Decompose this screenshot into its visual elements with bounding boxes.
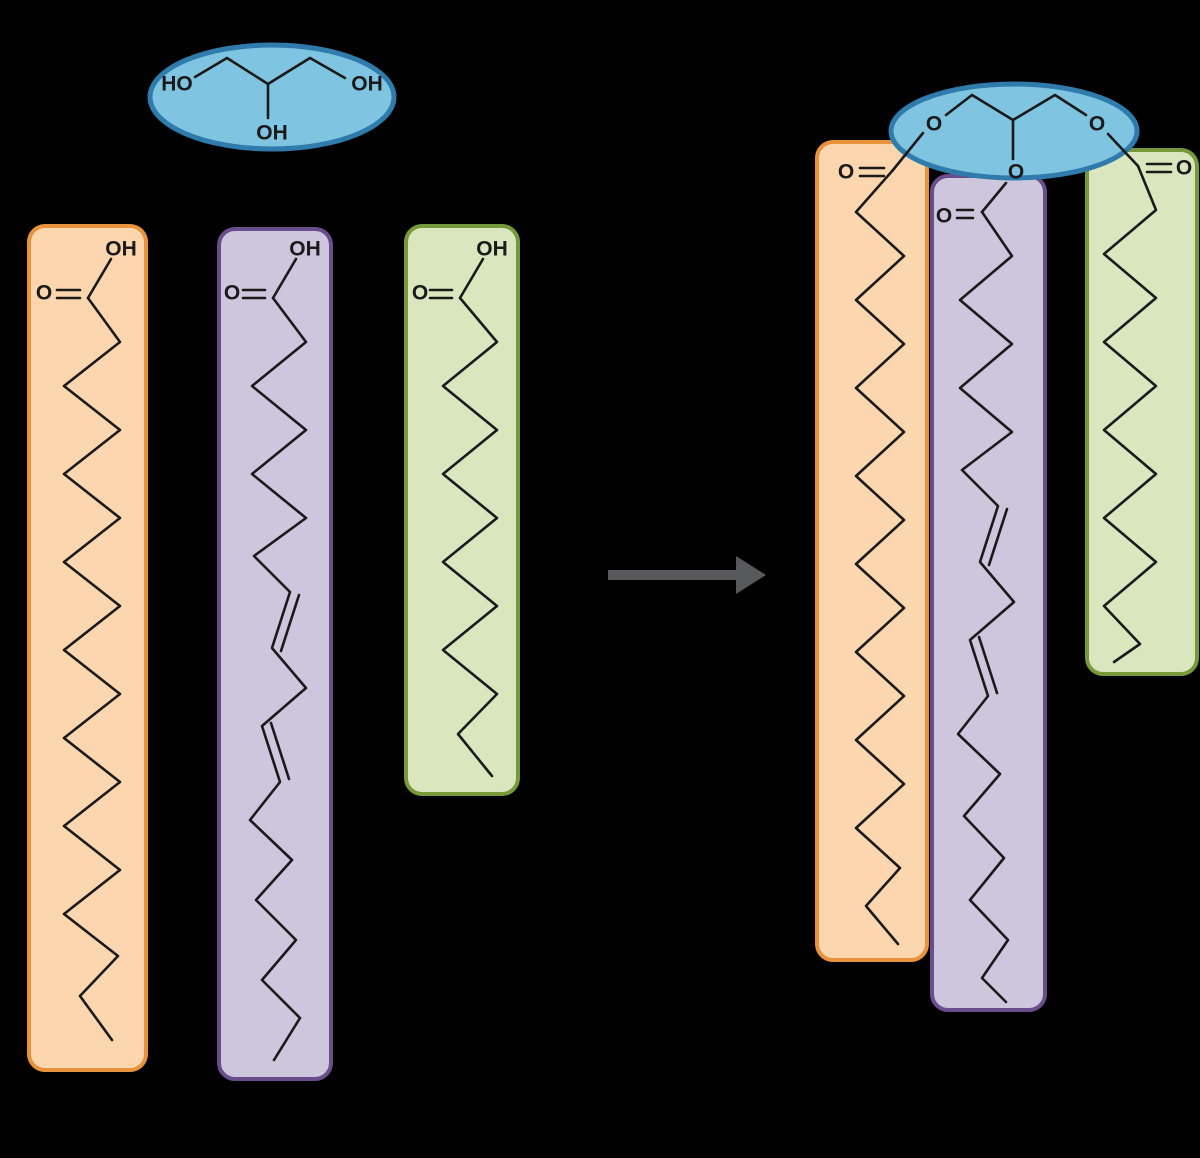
- carbon-chain: [1102, 164, 1158, 664]
- glycerol-molecule: HO OH OH: [147, 42, 397, 152]
- carbon-chain: [441, 296, 499, 778]
- glycerol-bonds: [193, 56, 347, 120]
- cis-double-bond: [269, 721, 291, 781]
- carbonyl-double-bond: [428, 288, 454, 300]
- oxygen-label: O: [1176, 157, 1192, 180]
- fatty-acid-3: OH O: [404, 224, 520, 796]
- oxygen-label: O: [36, 282, 52, 305]
- oxygen-label: O: [936, 205, 952, 228]
- cis-double-bond: [987, 507, 1009, 567]
- oh-bond: [271, 257, 298, 300]
- cis-double-bond: [977, 635, 999, 695]
- carbon-chain: [62, 296, 122, 1042]
- carbon-chain: [248, 296, 308, 1062]
- hydroxyl-label: OH: [476, 238, 508, 261]
- carbon-chain: [854, 168, 906, 946]
- carbonyl-double-bond: [241, 288, 267, 300]
- hydroxyl-label: OH: [256, 122, 288, 145]
- carbonyl-double-bond: [55, 288, 82, 300]
- carbon-chain: [956, 210, 1016, 1004]
- fatty-acid-3-bonds: [428, 257, 499, 778]
- triglyceride-molecule: O O O O O O: [815, 81, 1199, 1012]
- fatty-acid-1-highlight: [27, 224, 148, 1072]
- carbonyl-double-bond: [858, 166, 886, 178]
- oxygen-label: O: [224, 282, 240, 305]
- fatty-acid-2-bonds: [241, 257, 308, 1062]
- ester-bond: [1106, 132, 1140, 168]
- oh-bond: [86, 257, 113, 300]
- reaction-arrow: [608, 556, 766, 594]
- oxygen-label: O: [1008, 161, 1024, 184]
- oxygen-label: O: [1089, 113, 1105, 136]
- hydroxyl-label: HO: [161, 73, 193, 96]
- hydroxyl-label: OH: [289, 238, 321, 261]
- fatty-acid-1-bonds: [55, 257, 122, 1042]
- cis-double-bond: [279, 593, 301, 653]
- triglyceride-chain-2-highlight: [930, 174, 1047, 1012]
- triglyceride-bonds: [854, 93, 1173, 1004]
- fatty-acid-2-highlight: [217, 227, 333, 1081]
- triglyceride-chain-3-highlight: [1085, 148, 1199, 676]
- hydroxyl-label: OH: [105, 238, 137, 261]
- carbonyl-double-bond: [1145, 162, 1173, 174]
- fatty-acid-3-highlight: [404, 224, 520, 796]
- oh-bond: [458, 257, 485, 300]
- ester-bond: [891, 131, 925, 172]
- oxygen-label: O: [838, 161, 854, 184]
- arrow-head: [736, 556, 766, 594]
- ester-bond: [980, 181, 1008, 214]
- fatty-acid-1: OH O: [27, 224, 148, 1072]
- fatty-acid-2: OH O: [217, 227, 333, 1081]
- oxygen-label: O: [412, 282, 428, 305]
- carbonyl-double-bond: [955, 208, 975, 220]
- hydroxyl-label: OH: [351, 73, 383, 96]
- oxygen-label: O: [926, 113, 942, 136]
